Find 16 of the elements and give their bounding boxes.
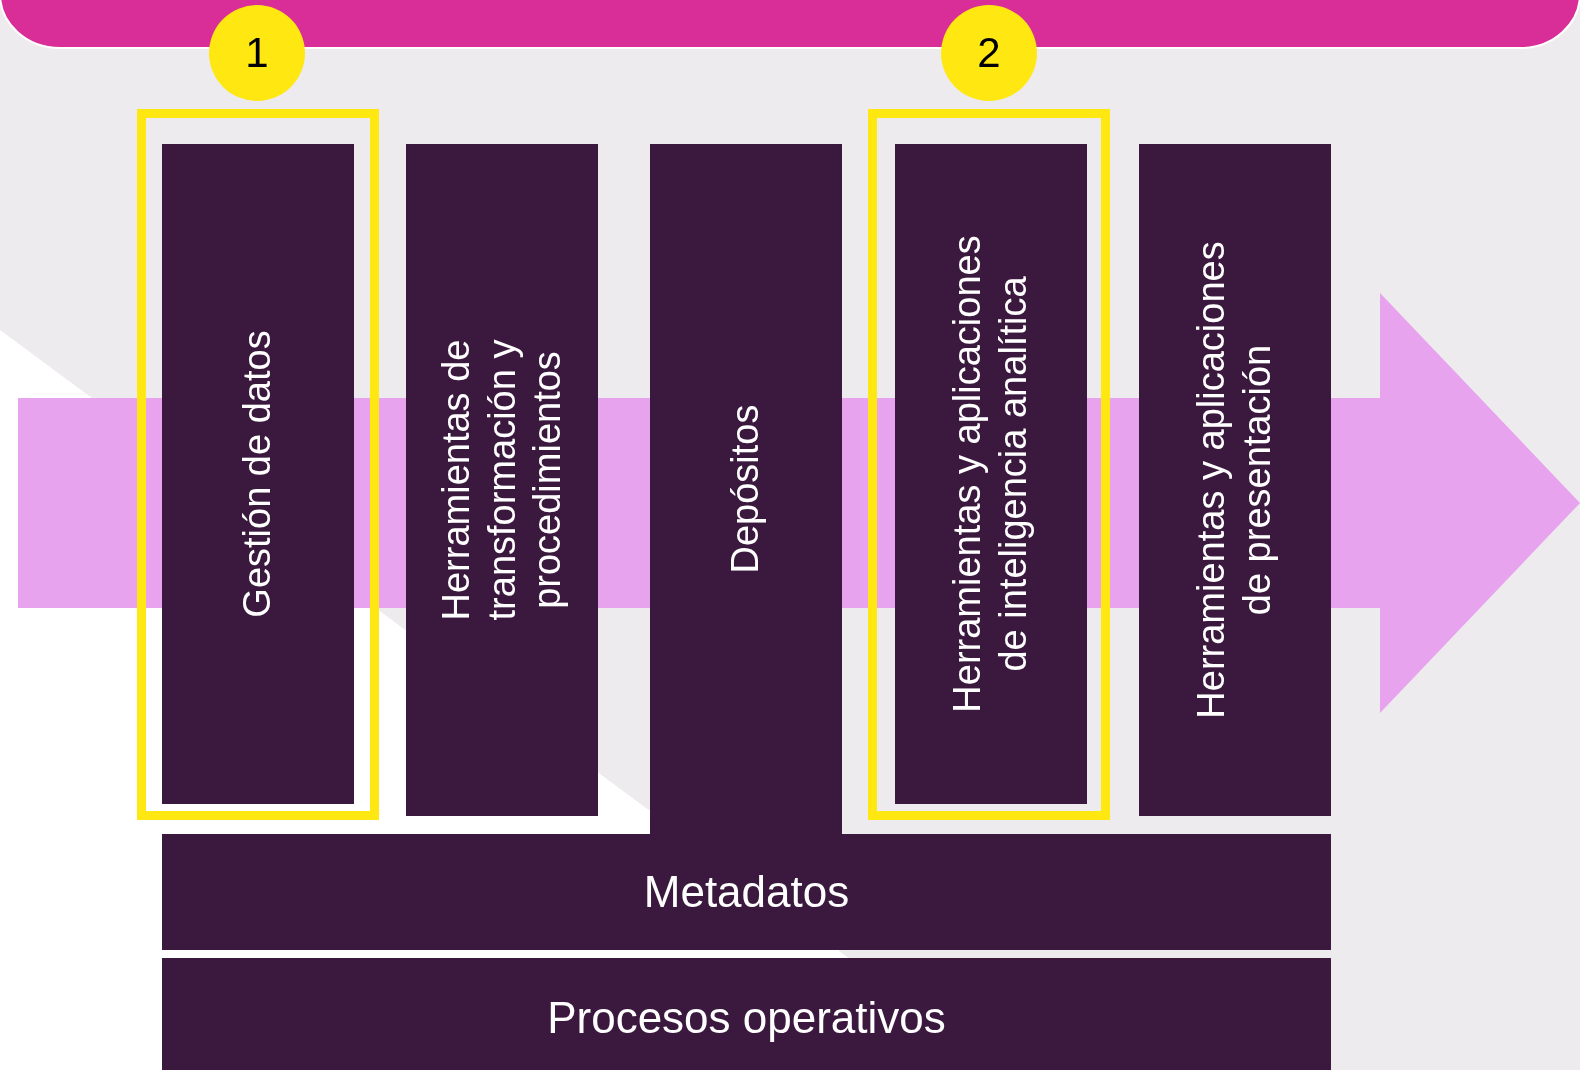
- box-label: Depósitos: [723, 403, 768, 576]
- column-box: [650, 144, 842, 834]
- box-label: Metadatos: [642, 867, 851, 917]
- column-box: [162, 144, 354, 804]
- box-label: Gestión de datos: [235, 329, 280, 620]
- column-box: [406, 144, 598, 816]
- box-label: Herramientas y aplicaciones de inteligencia analítica: [945, 234, 1035, 715]
- callout-number: 1: [209, 5, 305, 101]
- box-label: Herramientas y aplicaciones de presentación: [1189, 240, 1279, 721]
- box-label: Procesos operativos: [546, 993, 947, 1043]
- callout-number: 2: [941, 5, 1037, 101]
- column-box: [1139, 144, 1331, 816]
- layer-bar: [162, 958, 1331, 1070]
- column-box: [895, 144, 1087, 804]
- box-label: Herramientas de transformación y procedimientos: [433, 338, 569, 623]
- layer-bar: [162, 834, 1331, 950]
